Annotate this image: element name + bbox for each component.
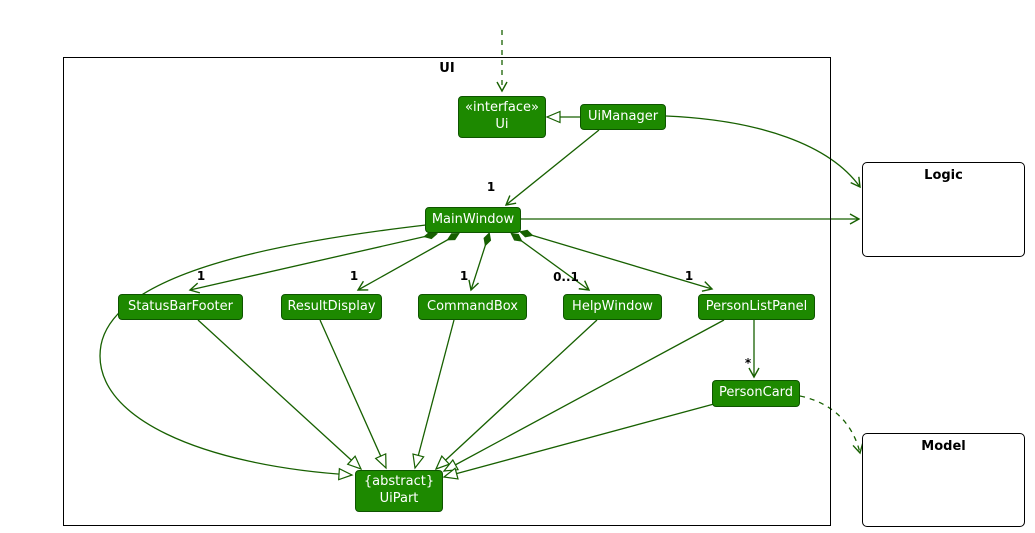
class-uipart-name: UiPart [379, 491, 419, 506]
class-personcard: PersonCard [712, 380, 800, 407]
mult-mainwindow-commandbox: 1 [459, 269, 469, 283]
class-helpwindow: HelpWindow [563, 294, 662, 320]
mult-mainwindow-personlistpanel: 1 [684, 269, 694, 283]
class-commandbox: CommandBox [418, 294, 527, 320]
mult-mainwindow-statusbarfooter: 1 [196, 269, 206, 283]
ui-package-frame: UI [63, 57, 831, 526]
class-personcard-name: PersonCard [718, 385, 794, 401]
class-commandbox-name: CommandBox [427, 298, 518, 314]
ui-package-label: UI [439, 61, 455, 76]
class-statusbarfooter-name: StatusBarFooter [127, 298, 233, 314]
class-uipart-modifier: {abstract} [363, 474, 435, 490]
mult-personlistpanel-personcard: * [744, 356, 752, 370]
mult-mainwindow-helpwindow: 0..1 [553, 270, 579, 284]
external-model-title: Model [921, 439, 966, 454]
external-logic-title: Logic [924, 168, 963, 183]
class-ui-name: Ui [495, 117, 509, 132]
mult-uimanager-mainwindow: 1 [486, 180, 496, 194]
class-mainwindow: MainWindow [425, 207, 521, 233]
class-personlistpanel: PersonListPanel [698, 294, 815, 320]
class-uipart: {abstract} UiPart [355, 470, 443, 512]
class-uimanager-name: UiManager [587, 108, 659, 124]
external-logic-box: Logic [862, 162, 1025, 257]
external-model-box: Model [862, 433, 1025, 527]
class-uimanager: UiManager [580, 104, 666, 130]
class-statusbarfooter: StatusBarFooter [118, 294, 243, 320]
class-personlistpanel-name: PersonListPanel [705, 298, 808, 314]
class-helpwindow-name: HelpWindow [572, 298, 653, 314]
mult-mainwindow-resultdisplay: 1 [349, 269, 359, 283]
class-resultdisplay: ResultDisplay [281, 294, 382, 320]
class-ui-stereotype: «interface» [465, 100, 539, 116]
class-resultdisplay-name: ResultDisplay [287, 298, 376, 314]
class-mainwindow-name: MainWindow [431, 211, 515, 227]
class-ui-interface: «interface» Ui [458, 96, 546, 138]
